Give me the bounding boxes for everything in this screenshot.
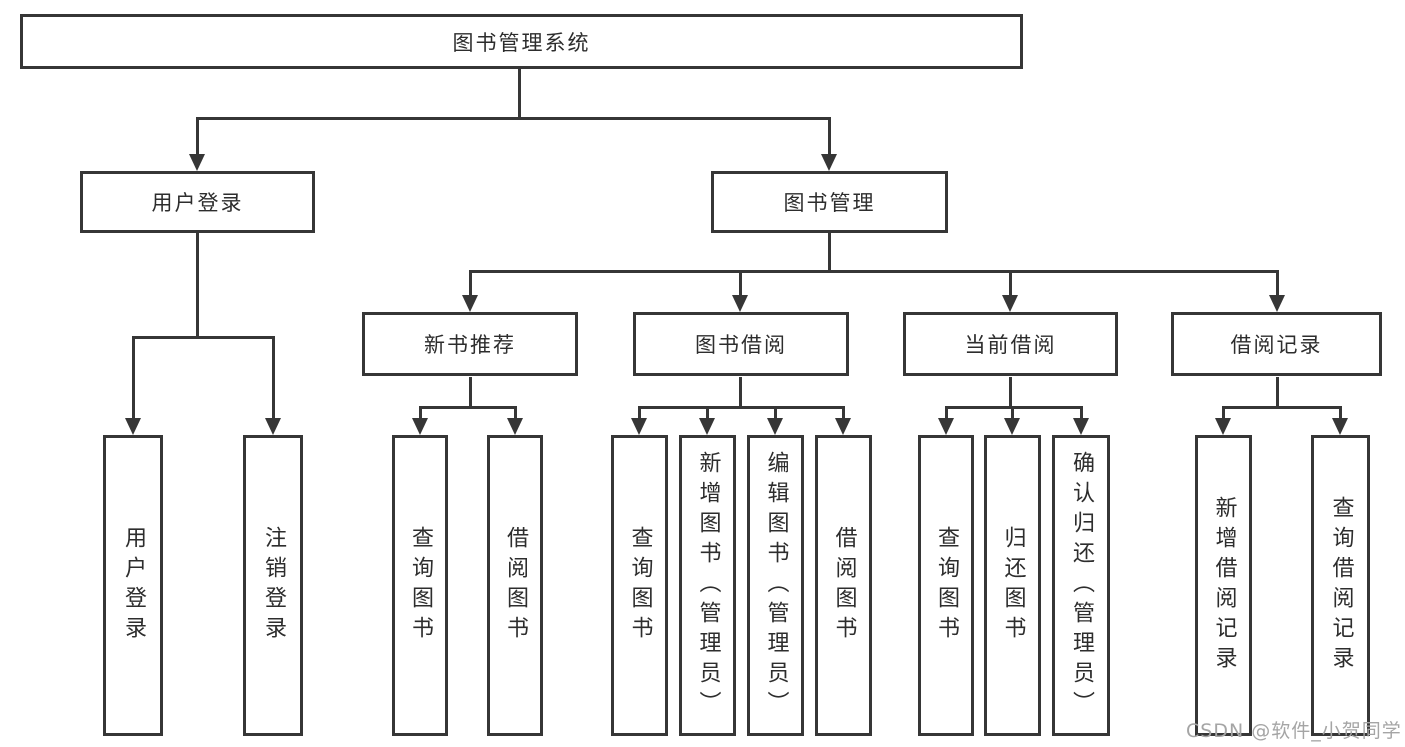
line-segment — [419, 406, 422, 418]
leaf-query-book-recommend: 查询图书 — [392, 435, 448, 736]
node-root-label: 图书管理系统 — [452, 30, 591, 55]
line-segment — [469, 377, 472, 406]
arrowhead-icon — [767, 418, 783, 435]
leaf-logout: 注销登录 — [243, 435, 303, 736]
leaf-query-book-current-label: 查询图书 — [934, 525, 959, 646]
leaf-query-book-current: 查询图书 — [918, 435, 974, 736]
line-segment — [272, 336, 275, 418]
arrowhead-icon — [1269, 295, 1285, 312]
arrowhead-icon — [1004, 418, 1020, 435]
node-borrow-record: 借阅记录 — [1171, 312, 1382, 376]
line-segment — [419, 406, 517, 409]
arrowhead-icon — [1002, 295, 1018, 312]
node-new-book-recommend-label: 新书推荐 — [424, 333, 516, 357]
line-segment — [196, 117, 199, 154]
line-segment — [1011, 406, 1014, 418]
line-segment — [469, 270, 1279, 273]
leaf-borrow-book-label: 借阅图书 — [831, 525, 857, 646]
arrowhead-icon — [412, 418, 428, 435]
leaf-borrow-book-recommend-label: 借阅图书 — [503, 525, 528, 646]
line-segment — [1009, 377, 1012, 406]
leaf-logout-label: 注销登录 — [261, 525, 286, 646]
line-segment — [518, 69, 521, 117]
leaf-return-book-label: 归还图书 — [1000, 525, 1026, 646]
line-segment — [638, 406, 845, 409]
watermark: CSDN @软件_小贺同学 — [1186, 720, 1402, 742]
node-root: 图书管理系统 — [20, 14, 1023, 69]
line-segment — [945, 406, 1083, 409]
node-current-borrow: 当前借阅 — [903, 312, 1118, 376]
line-segment — [706, 406, 709, 418]
leaf-user-login-label: 用户登录 — [121, 525, 146, 646]
leaf-edit-book-admin: 编辑图书（管理员） — [747, 435, 804, 736]
leaf-edit-book-admin-label: 编辑图书（管理员） — [763, 450, 789, 721]
line-segment — [1276, 270, 1279, 295]
node-book-management-label: 图书管理 — [783, 191, 876, 215]
arrowhead-icon — [699, 418, 715, 435]
line-segment — [828, 233, 831, 270]
line-segment — [1222, 406, 1342, 409]
leaf-confirm-return-admin: 确认归还（管理员） — [1052, 435, 1110, 736]
arrowhead-icon — [189, 154, 205, 171]
line-segment — [1276, 377, 1279, 406]
line-segment — [1222, 406, 1225, 418]
arrowhead-icon — [821, 154, 837, 171]
line-segment — [132, 336, 135, 418]
node-book-management: 图书管理 — [711, 171, 948, 233]
leaf-query-borrow-record: 查询借阅记录 — [1311, 435, 1370, 736]
line-segment — [1080, 406, 1083, 418]
node-book-borrow-label: 图书借阅 — [695, 333, 787, 357]
leaf-add-borrow-record: 新增借阅记录 — [1195, 435, 1252, 736]
node-user-login: 用户登录 — [80, 171, 315, 233]
line-segment — [196, 117, 831, 120]
line-segment — [132, 336, 275, 339]
line-segment — [1009, 270, 1012, 295]
leaf-query-book-borrow: 查询图书 — [611, 435, 668, 736]
leaf-add-book-admin: 新增图书（管理员） — [679, 435, 736, 736]
line-segment — [828, 117, 831, 154]
leaf-borrow-book: 借阅图书 — [815, 435, 872, 736]
arrowhead-icon — [1332, 418, 1348, 435]
arrowhead-icon — [631, 418, 647, 435]
line-segment — [739, 270, 742, 295]
leaf-user-login: 用户登录 — [103, 435, 163, 736]
line-segment — [945, 406, 948, 418]
leaf-return-book: 归还图书 — [984, 435, 1041, 736]
node-current-borrow-label: 当前借阅 — [964, 333, 1057, 357]
leaf-confirm-return-admin-label: 确认归还（管理员） — [1069, 450, 1094, 721]
line-segment — [1339, 406, 1342, 418]
arrowhead-icon — [125, 418, 141, 435]
arrowhead-icon — [835, 418, 851, 435]
leaf-query-book-recommend-label: 查询图书 — [408, 525, 433, 646]
line-segment — [469, 270, 472, 295]
line-segment — [739, 377, 742, 406]
leaf-add-book-admin-label: 新增图书（管理员） — [695, 450, 721, 721]
arrowhead-icon — [938, 418, 954, 435]
node-new-book-recommend: 新书推荐 — [362, 312, 578, 376]
leaf-query-book-borrow-label: 查询图书 — [627, 525, 653, 646]
line-segment — [774, 406, 777, 418]
line-segment — [514, 406, 517, 418]
arrowhead-icon — [507, 418, 523, 435]
arrowhead-icon — [1215, 418, 1231, 435]
leaf-query-borrow-record-label: 查询借阅记录 — [1328, 495, 1354, 676]
arrowhead-icon — [462, 295, 478, 312]
leaf-add-borrow-record-label: 新增借阅记录 — [1211, 495, 1237, 676]
node-book-borrow: 图书借阅 — [633, 312, 849, 376]
line-segment — [842, 406, 845, 418]
node-user-login-label: 用户登录 — [151, 191, 244, 215]
leaf-borrow-book-recommend: 借阅图书 — [487, 435, 543, 736]
arrowhead-icon — [265, 418, 281, 435]
node-borrow-record-label: 借阅记录 — [1230, 333, 1323, 357]
arrowhead-icon — [732, 295, 748, 312]
line-segment — [196, 233, 199, 336]
line-segment — [638, 406, 641, 418]
arrowhead-icon — [1073, 418, 1089, 435]
